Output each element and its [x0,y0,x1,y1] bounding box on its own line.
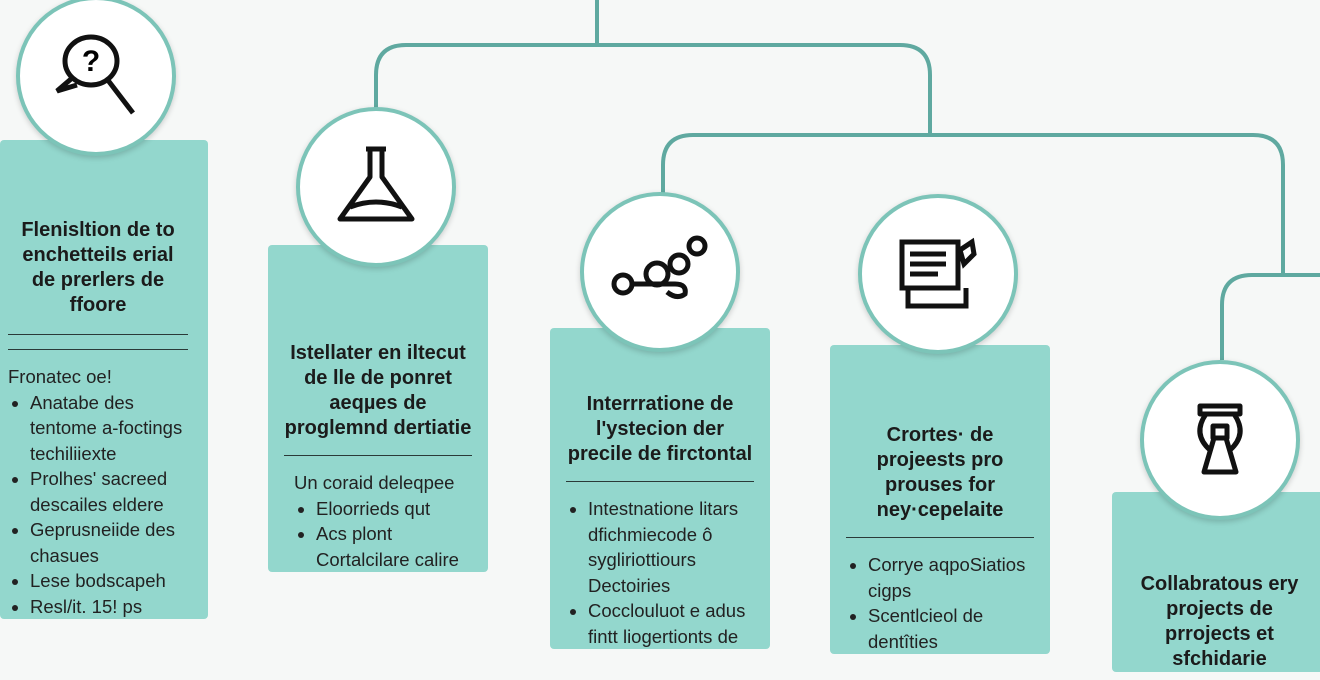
list-item: Resl/it. 15! ps [30,594,188,620]
step-card-5: Collabratous ery projects de prrojects e… [1112,492,1320,672]
step-title: Collabratous ery projects de prrojects e… [1140,573,1299,670]
list-item: Geprusneiide des chasues [30,517,188,568]
list-item: Corrye aqpoSiatios cigps [868,552,1034,603]
step-intro: Un coraid deleqpee [294,472,455,493]
step-title: Istellater en iltecut de lle de ponret a… [284,342,472,439]
step-title: Crortes· de projeests pro prouses for ne… [876,424,1004,521]
list-item: Intestnatione litars dfichmiecode ô sygl… [588,496,754,598]
step-intro: Fronatec oe! [8,366,112,387]
document-pen-icon [858,194,1018,354]
list-item: Scentlcieol de dentîties [868,603,1034,654]
divider [8,349,188,350]
list-item: Anatabe des tentome a-foctings techiliie… [30,390,188,467]
step-card-2: Istellater en iltecut de lle de ponret a… [268,245,488,572]
step-title: Interrratione de l'ystecion der precile … [567,393,753,465]
divider [284,455,472,456]
divider [566,481,754,482]
list-item: Prolhes' sacreed descailes eldere [30,466,188,517]
list-item: Eloorrieds qut [316,496,472,522]
step-card-3: Interrratione de l'ystecion der precile … [550,328,770,649]
flask-icon [296,107,456,267]
telescope-icon [1140,360,1300,520]
molecule-icon [580,192,740,352]
svg-text:?: ? [82,45,100,78]
list-item: Acs plont Cortalcilare calire [316,521,472,572]
divider [846,537,1034,538]
step-card-1: Flenisltion de to enchetteiIs erial de p… [0,140,208,619]
step-card-4: Crortes· de projeests pro prouses for ne… [830,345,1050,654]
divider [8,334,188,335]
step-title: Flenisltion de to enchetteiIs erial de p… [21,219,175,316]
magnifier-question-icon: ? [16,0,176,156]
list-item: Lese bodscapeh [30,568,188,594]
list-item: Cocclouluot e adus fintt liogertionts de [588,598,754,649]
